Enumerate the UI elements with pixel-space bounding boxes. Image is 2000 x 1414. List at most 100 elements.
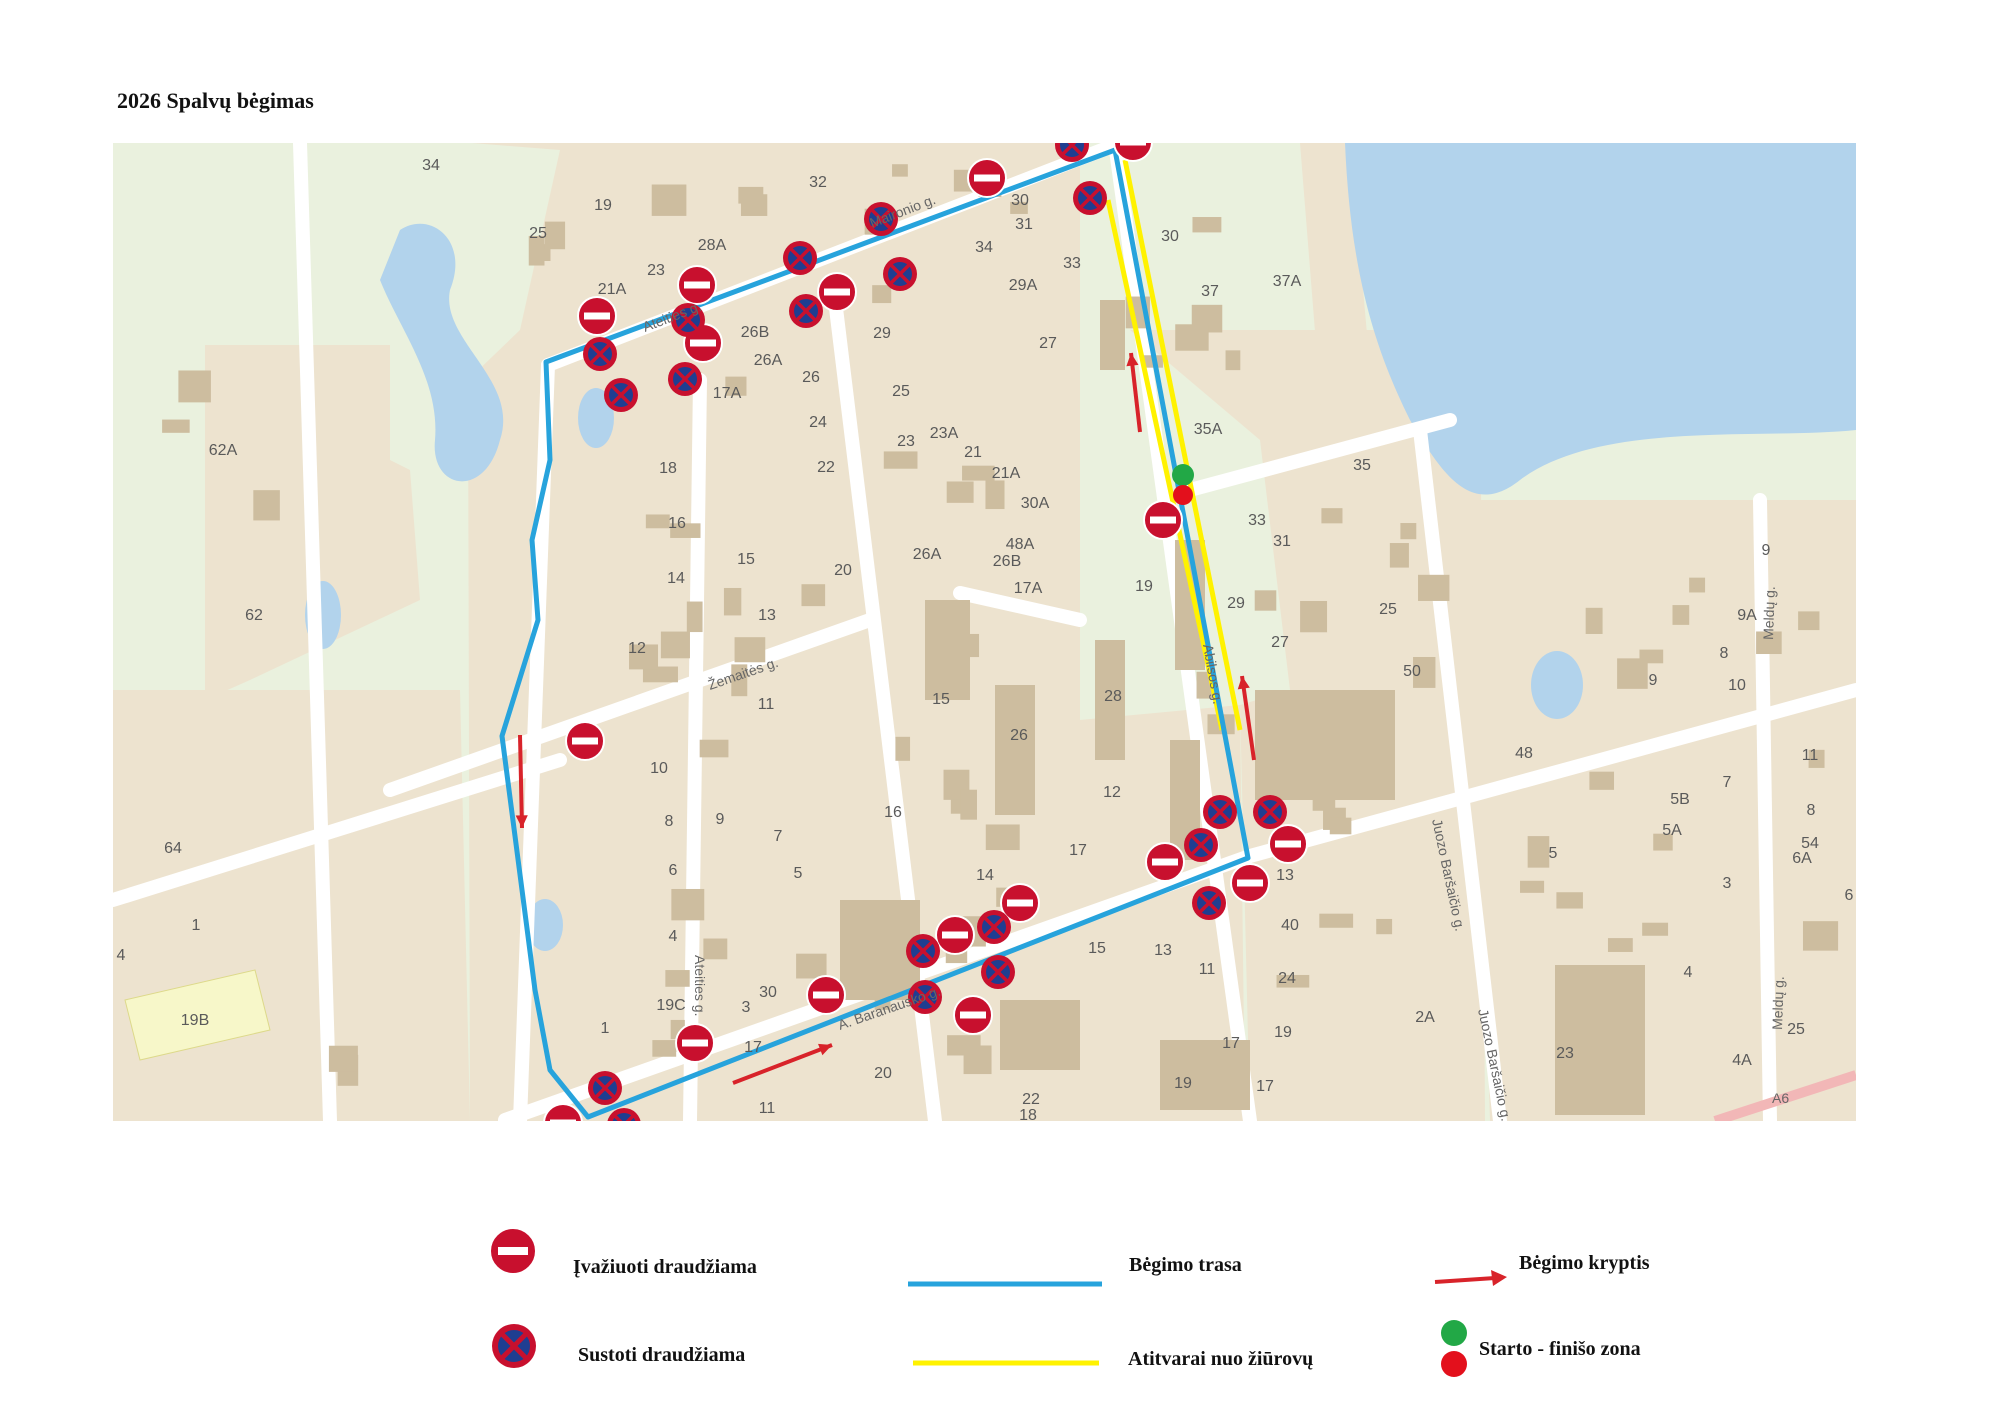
house-number: 6 <box>1845 887 1854 904</box>
building <box>925 600 970 700</box>
house-number: 48A <box>1006 536 1035 553</box>
building <box>723 587 742 616</box>
building <box>892 164 908 177</box>
house-number: 4 <box>1684 964 1693 981</box>
no-entry-bar <box>974 174 1000 182</box>
building <box>740 194 768 216</box>
building <box>1802 921 1839 951</box>
house-number: 24 <box>809 414 827 431</box>
start-marker <box>1172 464 1194 486</box>
house-number: 48 <box>1515 745 1533 762</box>
no-entry-bar <box>1150 516 1176 524</box>
road <box>383 613 877 797</box>
building <box>725 376 747 396</box>
building <box>1653 833 1673 851</box>
building <box>660 631 690 659</box>
house-number: 28A <box>698 237 727 254</box>
house-number: 40 <box>1281 917 1299 934</box>
map-view[interactable]: Maironio g.Ateities g.Žemaitės g.Ateitie… <box>113 143 1856 1121</box>
house-number: 21A <box>992 465 1021 482</box>
house-number: 26A <box>913 546 942 563</box>
house-number: 11 <box>1802 747 1819 764</box>
building <box>1617 658 1648 689</box>
house-number: 19 <box>1274 1024 1292 1041</box>
house-number: 7 <box>1723 774 1732 791</box>
building <box>1389 543 1409 568</box>
pond <box>527 899 563 951</box>
house-number: 54 <box>1801 835 1819 852</box>
direction-arrow-head <box>1126 353 1139 367</box>
legend-route-label: Bėgimo trasa <box>1129 1254 1242 1276</box>
house-number: 11 <box>758 696 775 713</box>
house-number: 30A <box>1021 495 1050 512</box>
building <box>995 685 1035 815</box>
house-number: 28 <box>1104 688 1122 705</box>
house-number: 34 <box>975 239 993 256</box>
house-number: 26 <box>802 369 820 386</box>
building <box>1756 631 1782 655</box>
building <box>642 666 678 683</box>
building <box>699 739 729 758</box>
no-stopping-cross <box>677 309 699 331</box>
no-entry-bar <box>584 312 610 320</box>
house-number: 9 <box>1649 672 1658 689</box>
building <box>1192 217 1222 233</box>
house-number: 6 <box>669 862 678 879</box>
building <box>985 480 1005 510</box>
house-number: 5 <box>794 865 803 882</box>
no-stopping-cross <box>1259 801 1281 823</box>
no-entry-bar <box>684 281 710 289</box>
house-number: 23 <box>1556 1045 1574 1062</box>
house-number: 29A <box>1009 277 1038 294</box>
no-entry-bar <box>1007 899 1033 907</box>
start-finish-icon <box>1437 1318 1471 1385</box>
building <box>1100 300 1125 370</box>
house-number: 1 <box>601 1020 610 1037</box>
building <box>1556 892 1583 909</box>
direction-arrow-head <box>515 815 528 828</box>
legend-barrier-label: Atitvarai nuo žiūrovų <box>1128 1348 1314 1370</box>
road <box>1413 423 1507 1121</box>
building <box>1321 508 1343 524</box>
house-number: 23 <box>897 433 915 450</box>
building <box>1254 590 1277 611</box>
house-number: 11 <box>1199 961 1216 978</box>
map-title: 2026 Spalvų bėgimas <box>117 88 314 113</box>
house-number: 10 <box>650 760 668 777</box>
house-number: 14 <box>667 570 685 587</box>
no-entry-bar <box>682 1039 708 1047</box>
road <box>683 373 707 1121</box>
building <box>1639 649 1664 664</box>
house-number: 9A <box>1737 607 1757 624</box>
road <box>293 143 337 1121</box>
house-number: 62A <box>209 442 238 459</box>
no-stopping-cross <box>613 1114 623 1121</box>
building <box>796 953 827 979</box>
field <box>124 969 271 1061</box>
house-number: 37A <box>1273 273 1302 290</box>
house-number: 17A <box>713 385 742 402</box>
barrier-line-icon <box>913 1318 1284 1373</box>
building <box>686 601 703 633</box>
no-entry-bar <box>824 288 850 296</box>
lake <box>1345 143 1856 495</box>
building <box>883 451 918 469</box>
building <box>1300 600 1328 633</box>
no-stopping-cross <box>1198 892 1220 914</box>
no-stopping-cross <box>912 940 934 962</box>
house-number: 34 <box>422 157 440 174</box>
building <box>645 514 670 529</box>
house-number: 9 <box>1762 542 1771 559</box>
house-number: 30 <box>759 984 777 1001</box>
building <box>629 644 659 670</box>
house-number: 62 <box>245 607 263 624</box>
no-stopping-cross <box>610 384 632 406</box>
house-number: 26B <box>741 324 769 341</box>
house-number: 35 <box>1353 457 1371 474</box>
street-label: Meldų g. <box>1769 976 1787 1030</box>
no-entry-bar <box>690 339 716 347</box>
house-number: 21A <box>598 281 627 298</box>
building <box>1689 577 1706 593</box>
pond <box>1531 651 1583 719</box>
no-stopping-cross <box>594 1077 616 1099</box>
